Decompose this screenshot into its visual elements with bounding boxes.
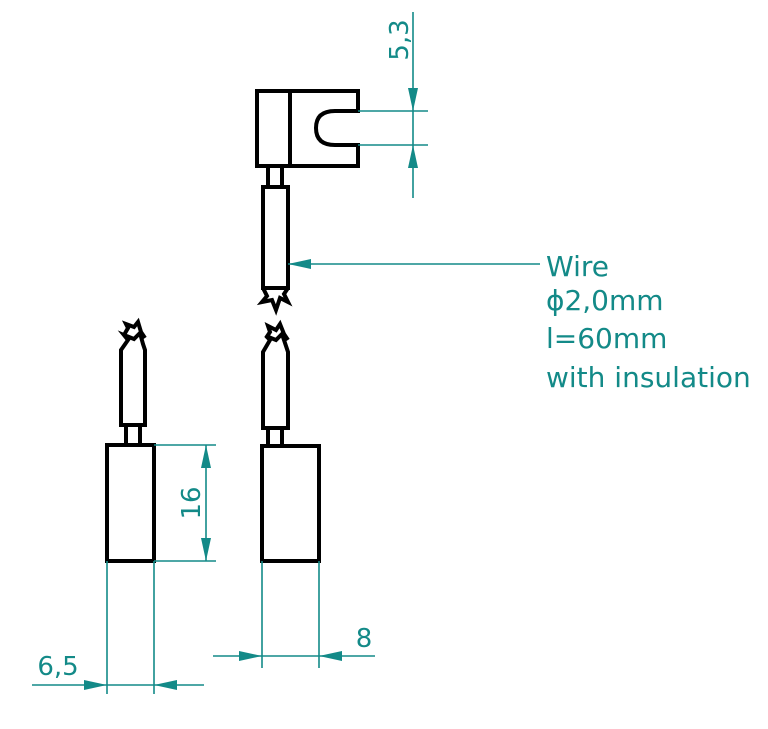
right-carbon-brush xyxy=(260,444,321,563)
left-width-dimension-label: 6,5 xyxy=(37,652,78,682)
slot-dimension-label: 5,3 xyxy=(385,19,415,60)
wire-callout-line1: Wire xyxy=(546,250,609,283)
left-brush-wire xyxy=(117,317,147,447)
right-width-dimension: 8 xyxy=(213,561,375,668)
terminal-clip xyxy=(255,89,360,168)
left-width-dimension: 6,5 xyxy=(32,561,204,694)
wire-callout: Wire ϕ2,0mm l=60mm with insulation xyxy=(288,250,751,394)
wire-callout-line4: with insulation xyxy=(546,361,751,394)
right-brush-wire-lower xyxy=(261,319,290,448)
wire-callout-line3: l=60mm xyxy=(546,322,667,355)
right-brush-wire-upper xyxy=(256,164,293,316)
height-dimension: 16 xyxy=(154,444,216,562)
right-width-dimension-label: 8 xyxy=(356,624,373,654)
slot-dimension: 5,3 xyxy=(358,12,428,198)
height-dimension-label: 16 xyxy=(177,486,207,519)
left-carbon-brush xyxy=(105,443,156,563)
wire-callout-line2: ϕ2,0mm xyxy=(546,284,664,317)
